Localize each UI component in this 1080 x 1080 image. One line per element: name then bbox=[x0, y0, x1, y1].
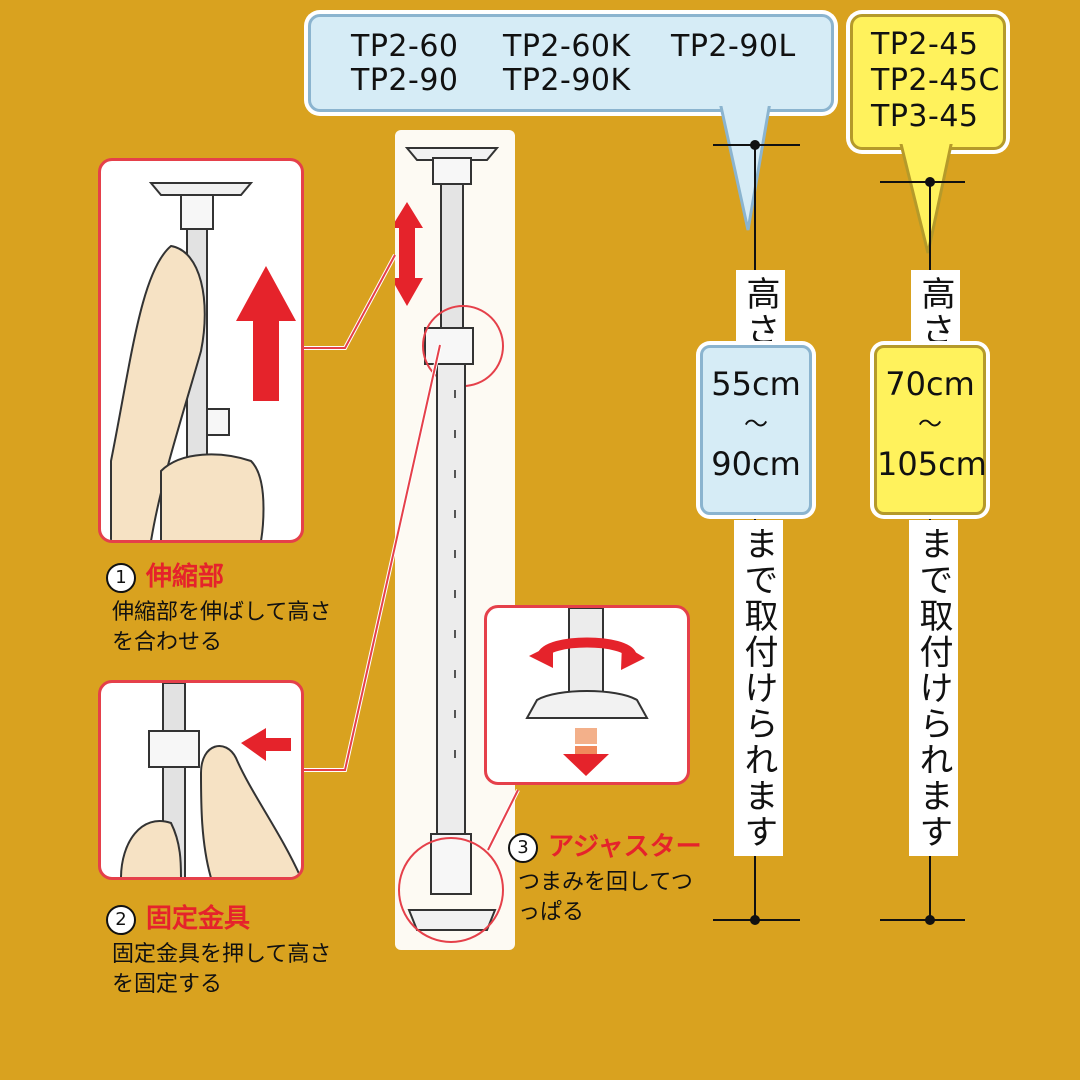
step2-title: 固定金具 bbox=[146, 904, 251, 934]
step1-heading: 1 伸縮部 bbox=[106, 556, 224, 593]
step1-number: 1 bbox=[106, 562, 136, 593]
step2-description: 固定金具を押して高さを固定する bbox=[112, 942, 332, 997]
step2-heading: 2 固定金具 bbox=[106, 898, 250, 935]
up-arrow-icon bbox=[236, 266, 296, 401]
range-blue-sep: 〜 bbox=[744, 410, 768, 438]
step3-title: アジャスター bbox=[548, 832, 702, 862]
model-tp2-60: TP2-60 bbox=[351, 29, 459, 64]
step3-number: 3 bbox=[508, 832, 538, 863]
model-tp2-60k: TP2-60K bbox=[503, 29, 631, 64]
model-list-yellow: TP2-45 TP2-45C TP3-45 bbox=[850, 14, 1006, 150]
step1-description: 伸縮部を伸ばして高さを合わせる bbox=[112, 600, 332, 655]
step3-description: つまみを回してつっぱる bbox=[518, 870, 693, 925]
model-tp2-90k: TP2-90K bbox=[503, 63, 631, 98]
step3-image-panel bbox=[484, 605, 690, 785]
adjuster-twist-illustration bbox=[525, 608, 649, 776]
range-blue-min: 55cm bbox=[711, 365, 801, 403]
mount-label-blue: まで取付けられます bbox=[734, 520, 783, 856]
left-arrow-icon bbox=[241, 728, 291, 761]
range-yellow-max: 105cm bbox=[877, 445, 987, 483]
model-list-blue: TP2-60 TP2-60K TP2-90L TP2-90 TP2-90K bbox=[308, 14, 834, 112]
step3-heading: 3 アジャスター bbox=[508, 826, 702, 863]
yellow-bubble-pointer bbox=[898, 138, 954, 254]
blue-bubble-pointer bbox=[718, 100, 772, 231]
step1-image-panel bbox=[98, 158, 304, 543]
model-tp2-45: TP2-45 bbox=[871, 27, 979, 62]
model-tp3-45: TP3-45 bbox=[871, 99, 979, 134]
range-blue-max: 90cm bbox=[711, 445, 801, 483]
model-tp2-90: TP2-90 bbox=[351, 63, 459, 98]
mount-label-yellow: まで取付けられます bbox=[909, 520, 958, 856]
down-arrow-icon bbox=[563, 728, 609, 776]
range-box-blue: 55cm 〜 90cm bbox=[700, 345, 812, 515]
step2-image-panel bbox=[98, 680, 304, 880]
height-label-blue: 高さ bbox=[736, 270, 785, 354]
step1-title: 伸縮部 bbox=[146, 562, 225, 592]
model-tp2-90l: TP2-90L bbox=[671, 29, 796, 64]
height-label-yellow: 高さ bbox=[911, 270, 960, 354]
finger-pressing-fixer-illustration bbox=[120, 683, 301, 877]
range-yellow-min: 70cm bbox=[885, 365, 975, 403]
range-box-yellow: 70cm 〜 105cm bbox=[874, 345, 987, 515]
range-yellow-sep: 〜 bbox=[918, 410, 942, 438]
step2-number: 2 bbox=[106, 904, 136, 935]
hand-extending-pole-illustration bbox=[110, 182, 296, 540]
model-tp2-45c: TP2-45C bbox=[871, 63, 1000, 98]
